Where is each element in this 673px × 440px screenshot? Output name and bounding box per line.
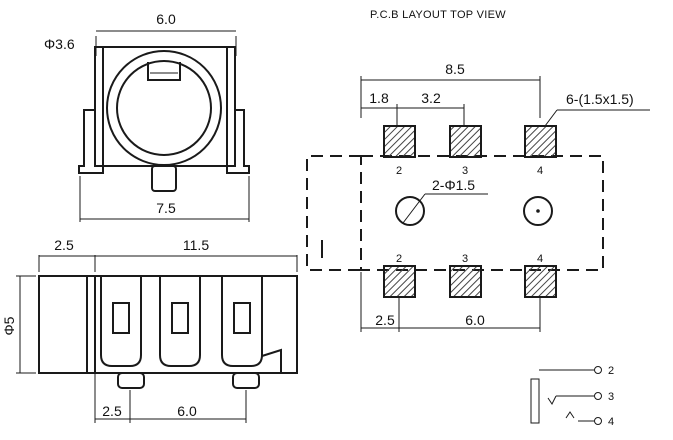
hole-right — [523, 196, 553, 226]
pad-top-4 — [524, 125, 557, 158]
schematic-pin-3: 3 — [608, 391, 614, 403]
side-housing — [78, 46, 250, 192]
pad-bottom-2 — [383, 265, 416, 298]
pad-top-4-label: 4 — [537, 165, 543, 177]
dim-pcb-bottom: 2.5 6.0 — [360, 272, 541, 332]
dim-width-top: 6.0 — [95, 11, 237, 56]
pad-top-3 — [449, 125, 482, 158]
bottom-pads: 2 3 4 — [383, 253, 557, 298]
solder-tab-right — [232, 372, 260, 389]
dim-front-offset-label: 2.5 — [54, 237, 74, 253]
pad-spec-label: 6-(1.5x1.5) — [566, 91, 634, 107]
dim-gap1-label: 1.8 — [369, 90, 389, 106]
mounting-holes: 2-Φ1.5 — [395, 177, 553, 226]
pad-bottom-2-label: 2 — [396, 253, 402, 265]
schematic-symbol: 2 3 4 — [530, 365, 614, 428]
dim-front-length-label: 11.5 — [183, 237, 209, 253]
pcb-outline — [306, 155, 604, 271]
dim-front-bottom: 2.5 6.0 — [94, 373, 247, 423]
sleeve-symbol — [530, 378, 540, 424]
dim-width-bottom-label: 7.5 — [156, 200, 176, 216]
dim-width-top-label: 6.0 — [156, 11, 176, 27]
top-pads: 2 3 4 — [383, 125, 557, 177]
contact-4 — [221, 276, 282, 373]
dim-pcb-span: 8.5 — [360, 61, 541, 118]
pad-bottom-3-label: 3 — [462, 253, 468, 265]
contact-2 — [100, 276, 142, 367]
dim-front-height: Φ5 — [1, 275, 36, 374]
solder-tab-left — [117, 372, 145, 389]
dim-pin-span-label: 6.0 — [177, 403, 197, 419]
dim-pcb-span-label: 8.5 — [445, 61, 465, 77]
dim-front-height-label: Φ5 — [1, 316, 17, 335]
barrel-opening — [106, 50, 222, 166]
pad-top-2-label: 2 — [396, 165, 402, 177]
pad-bottom-3 — [449, 265, 482, 298]
dim-pcb-pitch-label: 6.0 — [465, 312, 485, 328]
pad-bottom-4-label: 4 — [537, 253, 543, 265]
side-view: 6.0 Φ3.6 7.5 — [44, 11, 250, 222]
front-view: 2.5 11.5 Φ5 — [1, 237, 298, 423]
dim-pin-offset-label: 2.5 — [102, 403, 122, 419]
pcb-title: P.C.B LAYOUT TOP VIEW — [370, 9, 506, 21]
diameter-label: Φ3.6 — [44, 36, 75, 52]
dim-pcb-offset-label: 2.5 — [375, 312, 395, 328]
dim-gap2-label: 3.2 — [421, 90, 441, 106]
dim-width-bottom: 7.5 — [79, 176, 250, 222]
pad-top-2 — [383, 125, 416, 158]
schematic-pin-2: 2 — [608, 365, 614, 377]
pad-bottom-4 — [524, 265, 557, 298]
contact-3 — [159, 276, 201, 367]
pad-top-3-label: 3 — [462, 165, 468, 177]
dim-front-top: 2.5 11.5 — [38, 237, 298, 272]
schematic-pin-4: 4 — [608, 416, 614, 428]
dim-pcb-gaps: 1.8 3.2 — [361, 90, 465, 125]
hole-spec-label: 2-Φ1.5 — [432, 177, 475, 193]
hole-left — [395, 196, 425, 226]
front-housing — [38, 275, 298, 374]
pad-spec-callout: 6-(1.5x1.5) — [544, 91, 650, 127]
pcb-layout: P.C.B LAYOUT TOP VIEW 8.5 1.8 3.2 6-(1.5… — [306, 9, 650, 332]
